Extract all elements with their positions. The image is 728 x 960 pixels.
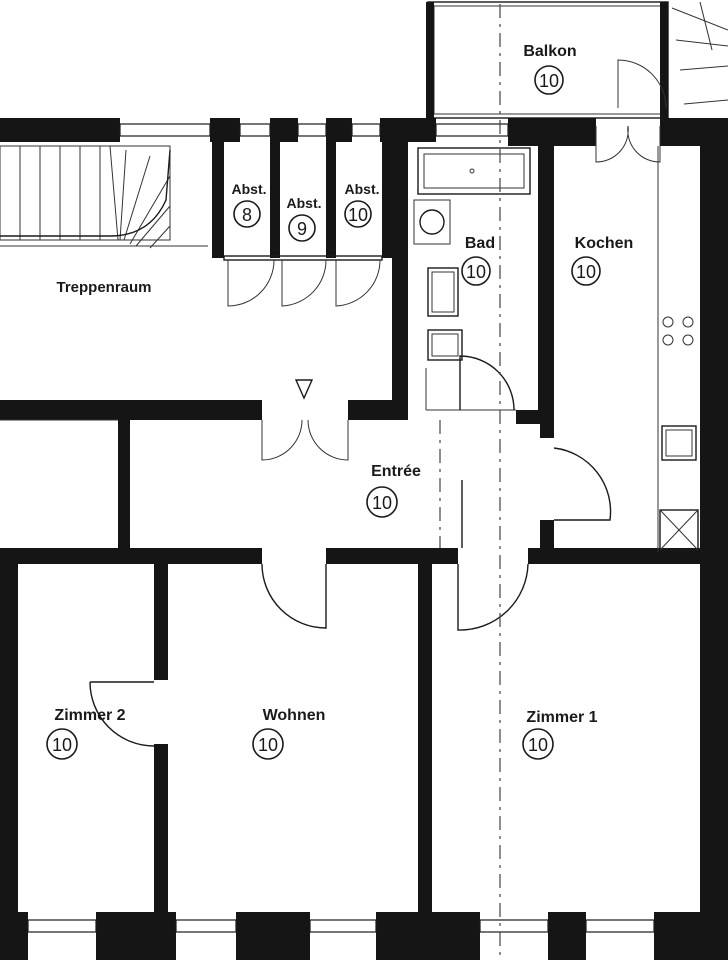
- room-label-treppenraum: Treppenraum: [56, 279, 151, 296]
- room-label-abst-10: Abst.: [345, 181, 380, 197]
- room-label-wohnen: Wohnen: [263, 707, 326, 724]
- room-label-balkon: Balkon: [523, 43, 576, 60]
- room-label-zimmer-2: Zimmer 2: [54, 707, 125, 724]
- room-number-ring-kochen: [571, 256, 601, 286]
- room-label-zimmer-1: Zimmer 1: [526, 709, 597, 726]
- room-label-entree: Entrée: [371, 463, 421, 480]
- kitchen-door: [553, 447, 612, 521]
- balcony-door: [595, 125, 661, 163]
- bathroom-fixtures: [413, 147, 531, 411]
- room-number-wohnen: 10: [258, 735, 278, 755]
- room-number-ring-abst-8: [233, 200, 261, 228]
- room-number-entree: 10: [372, 493, 392, 513]
- staircase: [0, 145, 208, 249]
- entrance-arrow-icon: [294, 379, 314, 400]
- room-label-abst-9: Abst.: [287, 195, 322, 211]
- room-number-abst-10: 10: [348, 205, 368, 225]
- outer-walls: [0, 118, 728, 960]
- balcony: [426, 1, 669, 119]
- entrance-double-door: [261, 419, 349, 461]
- room-number-ring-abst-9: [288, 214, 316, 242]
- room-label-abst-8: Abst.: [232, 181, 267, 197]
- room-number-zimmer-2: 10: [52, 735, 72, 755]
- room-number-ring-zimmer-2: [46, 728, 78, 760]
- room-number-ring-abst-10: [344, 200, 372, 228]
- room-number-abst-8: 8: [242, 205, 252, 225]
- room-doors: [89, 480, 529, 747]
- room-number-ring-wohnen: [252, 728, 284, 760]
- room-number-ring-bad: [461, 256, 491, 286]
- room-number-bad: 10: [466, 262, 486, 282]
- room-number-balkon: 10: [539, 71, 559, 91]
- room-number-kochen: 10: [576, 262, 596, 282]
- interior-walls: [0, 140, 728, 912]
- room-label-kochen: Kochen: [575, 235, 634, 252]
- room-number-ring-zimmer-1: [522, 728, 554, 760]
- room-number-ring-balkon: [534, 65, 564, 95]
- room-number-zimmer-1: 10: [528, 735, 548, 755]
- room-number-abst-9: 9: [297, 219, 307, 239]
- outer-stair-hint: [671, 1, 728, 105]
- room-label-bad: Bad: [465, 235, 495, 252]
- storage-doors: [227, 259, 381, 307]
- room-number-ring-entree: [366, 486, 398, 518]
- bathroom-door: [459, 355, 515, 411]
- kitchen-fixtures: [657, 146, 699, 552]
